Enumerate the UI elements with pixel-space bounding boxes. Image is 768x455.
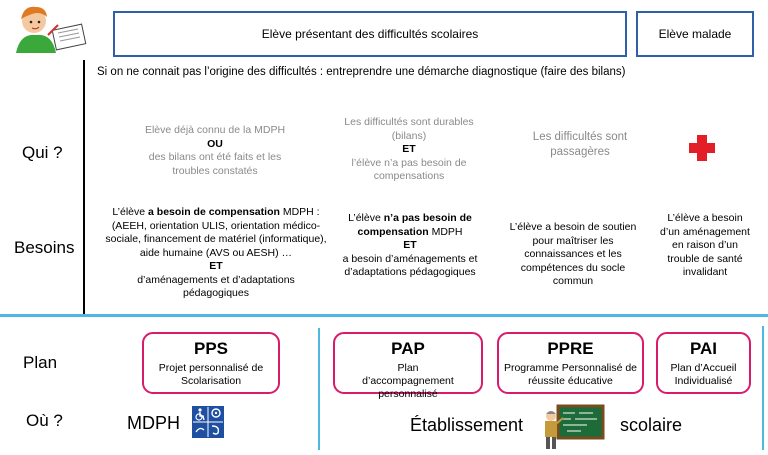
vertical-separator-left bbox=[318, 328, 320, 450]
row-label-besoins: Besoins bbox=[14, 238, 75, 257]
besoins-col1-p1-start: L’élève bbox=[112, 206, 149, 218]
besoins-col2-connector: ET bbox=[403, 239, 417, 251]
besoins-col2: L’élève n’a pas besoin de compensation M… bbox=[340, 212, 480, 280]
row-label-plan: Plan bbox=[23, 353, 58, 372]
plan-pap-description: Plan d’accompagnement personnalisé bbox=[362, 362, 454, 400]
besoins-col2-p1-end: MDPH bbox=[428, 225, 463, 238]
plan-pai-acronym: PAI bbox=[689, 339, 718, 358]
qui-col1-line2: des bilans ont été faits et les troubles… bbox=[148, 151, 282, 177]
plan-ppre-acronym: PPRE bbox=[547, 339, 594, 358]
intro-note: Si on ne connait pas l’origine des diffi… bbox=[97, 66, 626, 78]
vertical-separator-right bbox=[762, 326, 764, 450]
besoins-col3: L’élève a besoin de soutien pour maîtris… bbox=[508, 221, 638, 289]
where-mdph: MDPH bbox=[127, 413, 180, 433]
besoins-col2-p1-start: L’élève bbox=[348, 212, 384, 224]
qui-col3: Les difficultés sont passagères bbox=[520, 130, 640, 160]
row-label-qui: Qui ? bbox=[22, 143, 63, 162]
plan-pap-acronym: PAP bbox=[391, 339, 425, 358]
besoins-col4-text: L’élève a besoin d’un aménagement en rai… bbox=[660, 212, 750, 278]
qui-col2-connector: ET bbox=[402, 143, 416, 155]
besoins-col3-text: L’élève a besoin de soutien pour maîtris… bbox=[509, 221, 637, 287]
plan-ppre-description: Programme Personnalisé de réussite éduca… bbox=[503, 362, 638, 387]
qui-col2-line1: Les difficultés sont durables (bilans) bbox=[344, 116, 474, 142]
horizontal-separator bbox=[0, 314, 768, 317]
besoins-col1-p1-bold: a besoin de compensation bbox=[148, 206, 280, 218]
where-etablissement: Établissement bbox=[410, 415, 524, 435]
header-difficulties-label: Elève présentant des difficultés scolair… bbox=[261, 27, 479, 41]
besoins-col4: L’élève a besoin d’un aménagement en rai… bbox=[660, 212, 750, 280]
plan-pps-description: Projet personnalisé de Scolarisation bbox=[158, 362, 264, 387]
plan-box-pps: PPS Projet personnalisé de Scolarisation bbox=[142, 332, 280, 394]
besoins-col1: L’élève a besoin de compensation MDPH : … bbox=[100, 206, 332, 301]
teacher-blackboard-illustration bbox=[541, 404, 605, 450]
qui-col1: Elève déjà connu de la MDPH OU des bilan… bbox=[140, 124, 290, 178]
qui-col1-line1: Elève déjà connu de la MDPH bbox=[144, 124, 286, 136]
plan-box-pai: PAI Plan d’Accueil Individualisé bbox=[656, 332, 751, 394]
qui-col3-line1: Les difficultés sont passagères bbox=[532, 131, 628, 158]
qui-col2-line2: l’élève n’a pas besoin de compensations bbox=[351, 156, 467, 183]
besoins-col1-connector: ET bbox=[209, 260, 223, 272]
besoins-col1-p3: d’aménagements et d’adaptations pédagogi… bbox=[137, 273, 295, 300]
plan-box-pap: PAP Plan d’accompagnement personnalisé bbox=[333, 332, 483, 400]
besoins-col2-p2: a besoin d’aménagements et d’adaptations… bbox=[342, 252, 478, 279]
red-cross-icon bbox=[687, 133, 717, 163]
qui-col1-connector: OU bbox=[207, 137, 223, 150]
besoins-col1-p1-end: MDPH : bbox=[279, 206, 320, 218]
header-box-difficulties: Elève présentant des difficultés scolair… bbox=[113, 11, 627, 57]
besoins-col1-p2: (AEEH, orientation ULIS, orientation méd… bbox=[105, 219, 327, 259]
plan-box-ppre: PPRE Programme Personnalisé de réussite … bbox=[497, 332, 644, 394]
where-scolaire: scolaire bbox=[620, 415, 683, 435]
besoins-col2-p1: L’élève n’a pas besoin de compensation M… bbox=[340, 212, 480, 239]
row-label-ou: Où ? bbox=[26, 411, 63, 430]
accessibility-icon bbox=[192, 406, 224, 438]
besoins-col1-p1: L’élève a besoin de compensation MDPH : bbox=[100, 206, 332, 220]
student-writing-illustration bbox=[10, 5, 90, 53]
left-axis-line bbox=[83, 60, 85, 315]
qui-col2: Les difficultés sont durables (bilans) E… bbox=[334, 116, 484, 184]
besoins-col2-p1-bold: n’a pas besoin de compensation bbox=[357, 212, 472, 238]
plan-pai-description: Plan d’Accueil Individualisé bbox=[670, 362, 737, 387]
header-sick-label: Elève malade bbox=[658, 27, 732, 41]
header-box-sick: Elève malade bbox=[636, 11, 754, 57]
plan-pps-acronym: PPS bbox=[193, 339, 229, 358]
